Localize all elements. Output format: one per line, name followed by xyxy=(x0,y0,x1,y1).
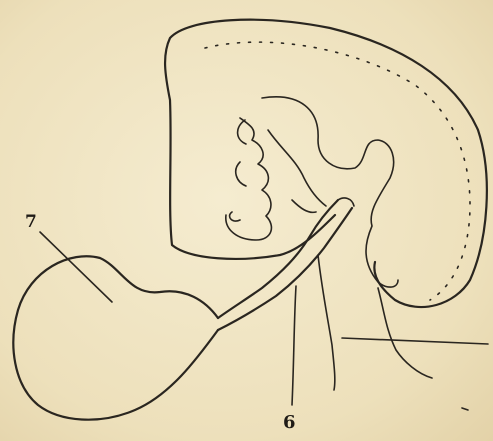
sac-outline xyxy=(13,256,218,419)
ureter-opening xyxy=(338,198,354,206)
label-seven: 7 xyxy=(25,212,37,232)
speck xyxy=(462,408,468,410)
kidney-outline xyxy=(165,20,487,307)
label-six: 6 xyxy=(283,412,296,433)
pointer-line-right xyxy=(342,338,488,344)
lower-right-curve xyxy=(378,288,432,378)
cortex-dotted-line xyxy=(205,42,470,300)
